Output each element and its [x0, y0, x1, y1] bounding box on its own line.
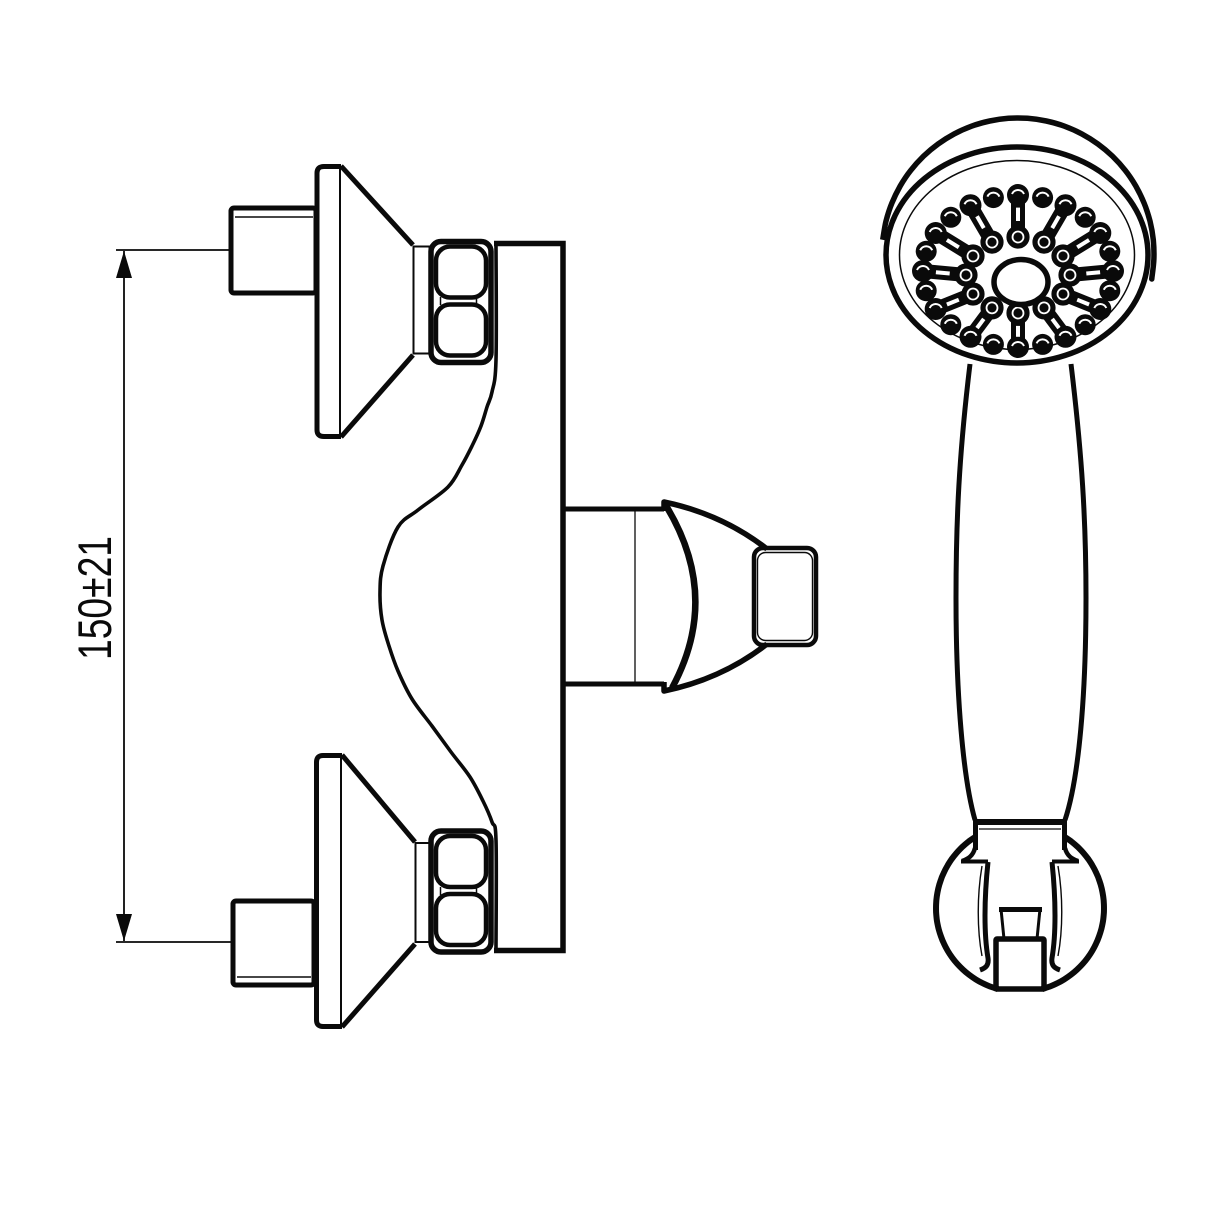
svg-text:150±21: 150±21 [68, 536, 121, 660]
